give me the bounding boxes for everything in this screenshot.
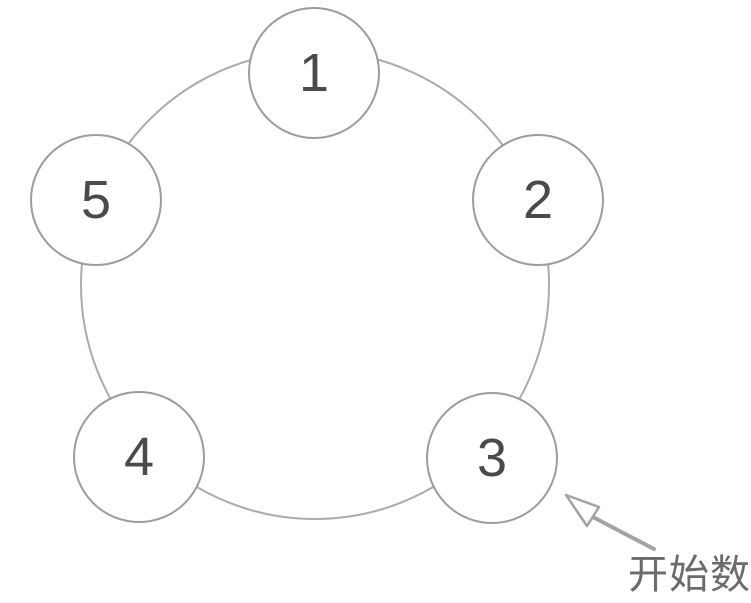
node-2-label: 2 xyxy=(522,170,554,230)
node-1-label: 1 xyxy=(298,43,330,103)
node-1: 1 xyxy=(248,7,380,139)
node-3-label: 3 xyxy=(476,428,508,488)
node-5-label: 5 xyxy=(80,170,112,230)
annotation-arrow-shaft xyxy=(589,514,656,551)
node-2: 2 xyxy=(472,134,604,266)
node-4-label: 4 xyxy=(123,427,155,487)
start-count-label: 开始数 xyxy=(628,553,751,597)
node-4: 4 xyxy=(73,391,205,523)
node-5: 5 xyxy=(30,134,162,266)
node-3: 3 xyxy=(426,392,558,524)
annotation-arrow-head-icon xyxy=(564,493,601,528)
